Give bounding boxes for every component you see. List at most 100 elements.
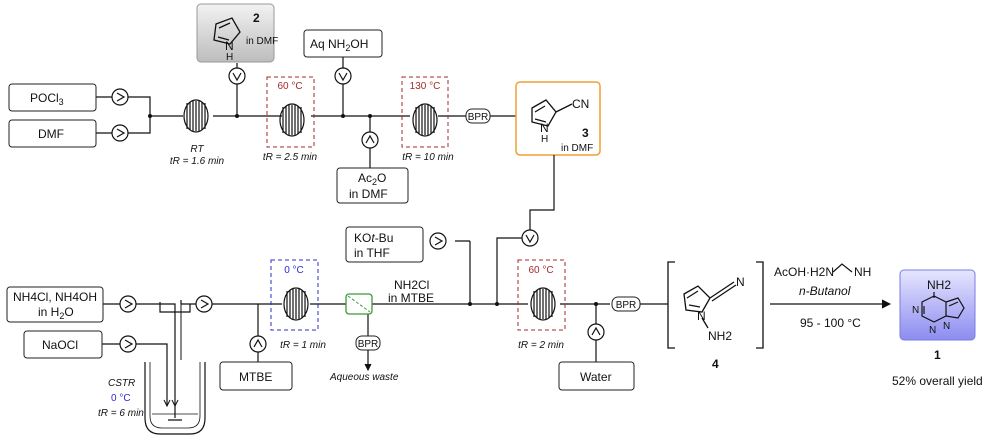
- compound-2-hydrogen: H: [226, 52, 233, 63]
- pump-icon: [249, 335, 267, 353]
- svg-text:BPR: BPR: [616, 300, 637, 311]
- line-from-compound-3: [529, 155, 555, 230]
- compound-3-hydrogen: H: [541, 134, 548, 145]
- mixer-junction: [235, 114, 239, 118]
- compound-4-ring-n: N: [697, 309, 706, 323]
- nh4cl-line1: NH4Cl, NH4OH: [13, 290, 97, 304]
- compound-4-amine: NH2: [708, 329, 732, 343]
- cstr-temperature: 0 °C: [111, 393, 131, 404]
- compound-1-product-box: NH2 N N N: [899, 269, 976, 341]
- svg-text:KOt-Bu: KOt-Bu: [354, 231, 393, 245]
- mixer-junction: [341, 114, 345, 118]
- aqueous-waste-label: Aqueous waste: [329, 372, 399, 383]
- reactor-coil-icon: [530, 287, 556, 321]
- condition-reagent2: NH: [854, 265, 871, 279]
- mixer-junction: [594, 302, 598, 306]
- compound-2-number: 2: [253, 11, 260, 25]
- reactor3-temperature: 130 °C: [410, 81, 441, 92]
- ac2o-solvent: in DMF: [349, 187, 388, 201]
- compound-3-nitrogen: N: [540, 121, 549, 135]
- heated-zone-60c: [266, 76, 315, 148]
- pump-icon: [334, 67, 352, 85]
- compound-4-number: 4: [712, 357, 719, 371]
- pump-icon: [361, 131, 379, 149]
- reactor-coil-icon: [283, 287, 309, 321]
- reactor5-time: tR = 2 min: [518, 340, 564, 351]
- compound-1-n3: N: [943, 321, 950, 332]
- bpr-valve-top: BPR: [465, 108, 491, 124]
- svg-text:Aq NH2OH: Aq NH2OH: [310, 37, 368, 53]
- pump-icon: [111, 124, 129, 142]
- reactor1-condition: RT: [190, 144, 204, 155]
- reaction-arrow: [770, 299, 892, 309]
- condition-reagent: AcOH·H2N: [774, 265, 834, 279]
- reagent-box-ac2o: Ac2O in DMF: [336, 167, 409, 204]
- pump-icon: [195, 295, 213, 313]
- compound-2-box: N H 2 in DMF: [196, 3, 278, 63]
- cstr-vessel: [144, 300, 206, 435]
- svg-text:POCl3: POCl3: [30, 91, 64, 107]
- mixer-junction: [468, 302, 472, 306]
- svg-text:BPR: BPR: [468, 112, 489, 123]
- pump-icon: [119, 335, 137, 353]
- reactor4-temperature: 0 °C: [284, 265, 304, 276]
- water-label: Water: [580, 370, 612, 384]
- stream-label-line2: in MTBE: [388, 291, 434, 305]
- pump-icon: [587, 323, 605, 341]
- compound-2-nitrogen: N: [225, 39, 234, 53]
- mixer-junction: [148, 114, 152, 118]
- heated-zone-130c: [401, 76, 449, 148]
- reactor5-temperature: 60 °C: [528, 265, 553, 276]
- reactor-coil-icon: [412, 103, 438, 137]
- pump-icon: [521, 229, 539, 247]
- svg-text:Ac2O: Ac2O: [358, 171, 386, 187]
- bottom-flow-lines: [102, 240, 668, 368]
- svg-text:in H2O: in H2O: [38, 305, 74, 321]
- naocl-label: NaOCl: [42, 338, 78, 352]
- pump-icon: [228, 67, 246, 85]
- pump-icon: [111, 88, 129, 106]
- compound-3-nitrile: CN: [572, 97, 589, 111]
- reactor-coil-icon: [183, 99, 209, 133]
- compound-3-solvent: in DMF: [561, 143, 593, 154]
- reagent-box-nh2oh: Aq NH2OH: [303, 29, 383, 58]
- reactor2-time: tR = 2.5 min: [263, 152, 318, 163]
- reactor4-time: tR = 1 min: [280, 340, 326, 351]
- cooled-zone-0c: [270, 259, 319, 331]
- cstr-time: tR = 6 min: [98, 408, 144, 419]
- svg-text:BPR: BPR: [358, 339, 379, 350]
- reagent-box-naocl: NaOCl: [23, 330, 103, 359]
- bpr-valve-waste: BPR: [355, 335, 381, 351]
- compound-1-amine: NH2: [927, 278, 951, 292]
- stream-label-line1: NH2Cl: [394, 278, 429, 292]
- condition-temperature: 95 - 100 °C: [800, 316, 861, 330]
- reactor-coil-icon: [279, 103, 305, 137]
- reagent-box-pocl3: POCl3: [8, 83, 97, 112]
- reagent-box-kotbu: KOt-Bu in THF: [345, 226, 424, 263]
- bpr-valve-bottom: BPR: [611, 296, 641, 312]
- cstr-label: CSTR: [108, 378, 135, 389]
- dmf-label: DMF: [38, 127, 64, 141]
- compound-3-box: CN N H 3 in DMF: [515, 81, 601, 156]
- reactor3-time: tR = 10 min: [402, 152, 454, 163]
- compound-4-nitrile-n: N: [736, 275, 745, 289]
- membrane-separator-icon: [345, 293, 373, 315]
- reagent-box-water: Water: [558, 361, 635, 391]
- reactor2-temperature: 60 °C: [277, 81, 302, 92]
- compound-1-n2: N: [929, 325, 936, 336]
- reagent-box-nh4cl: NH4Cl, NH4OH in H2O: [6, 286, 104, 323]
- compound-2-solvent: in DMF: [246, 36, 278, 47]
- mixer-junction: [368, 114, 372, 118]
- reagent-box-mtbe: MTBE: [219, 361, 293, 391]
- compound-1-number: 1: [934, 348, 941, 362]
- condition-solvent: n-Butanol: [799, 284, 851, 298]
- mtbe-label: MTBE: [239, 370, 272, 384]
- kotbu-solvent: in THF: [354, 246, 390, 260]
- line-from-pump: [496, 237, 522, 304]
- overall-yield: 52% overall yield: [892, 374, 983, 388]
- arrow-head: [364, 363, 372, 372]
- formamidine-bond: [832, 263, 853, 273]
- pump-icon: [119, 295, 137, 313]
- reactor1-time: tR = 1.6 min: [170, 156, 225, 167]
